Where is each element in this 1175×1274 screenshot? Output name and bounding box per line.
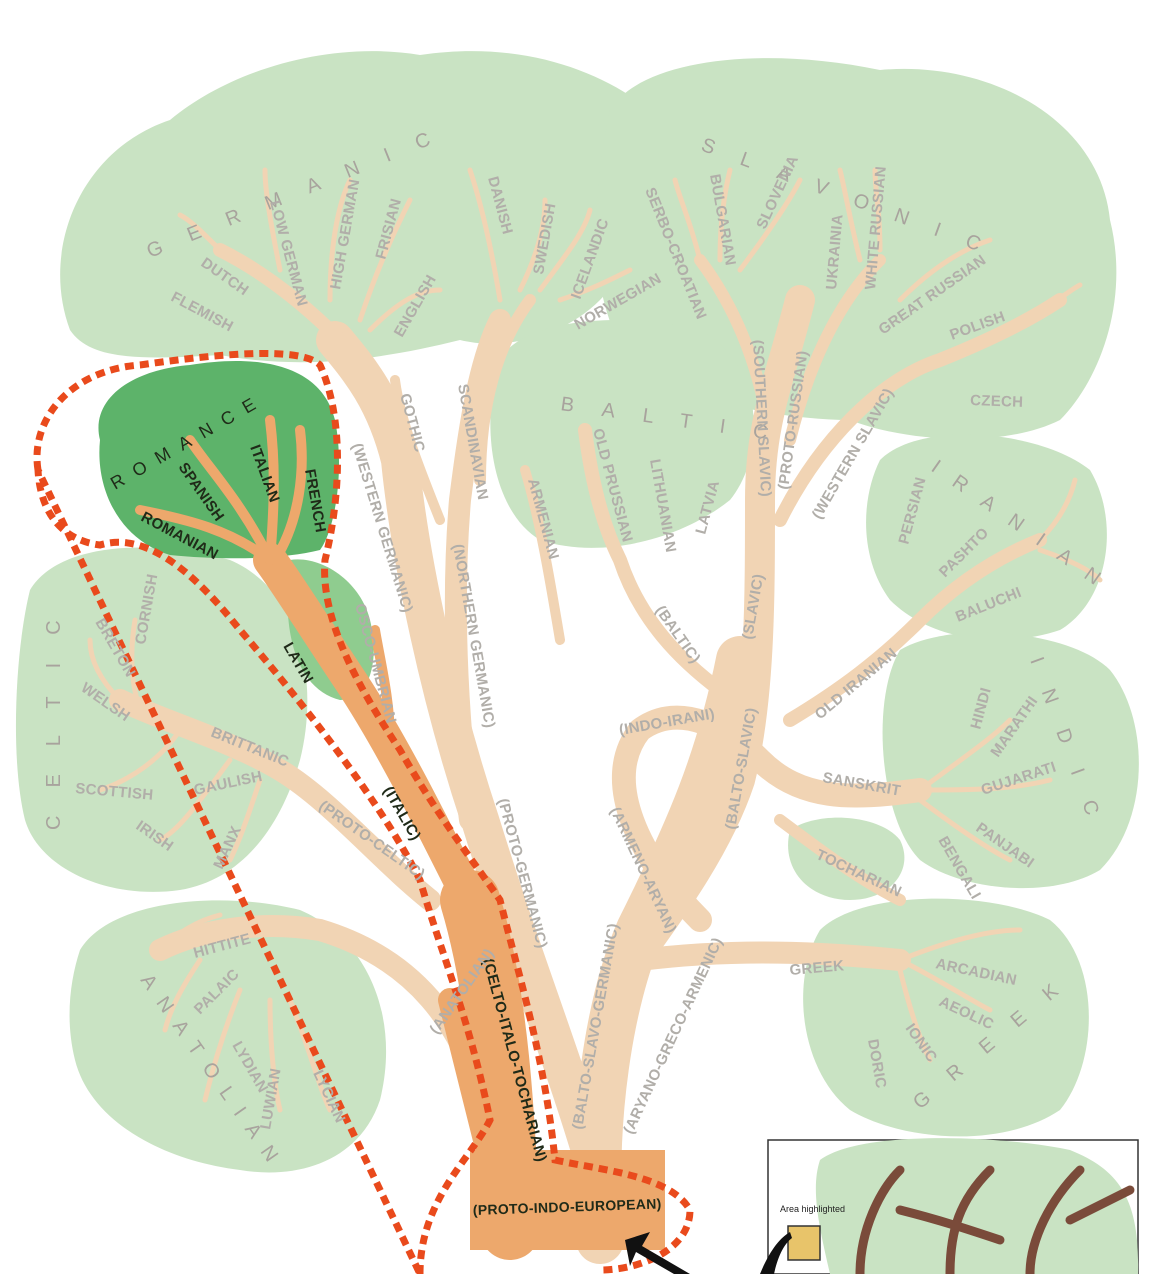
- inset-highlight-box: [788, 1226, 820, 1260]
- branch-greek: [640, 953, 900, 961]
- group-celtic: CELTIC: [43, 592, 65, 830]
- inset-map: Area highlighted: [625, 1138, 1138, 1274]
- foliage-greek: [803, 899, 1089, 1137]
- label-czech: CZECH: [970, 392, 1024, 411]
- inset-caption: Area highlighted: [780, 1204, 845, 1214]
